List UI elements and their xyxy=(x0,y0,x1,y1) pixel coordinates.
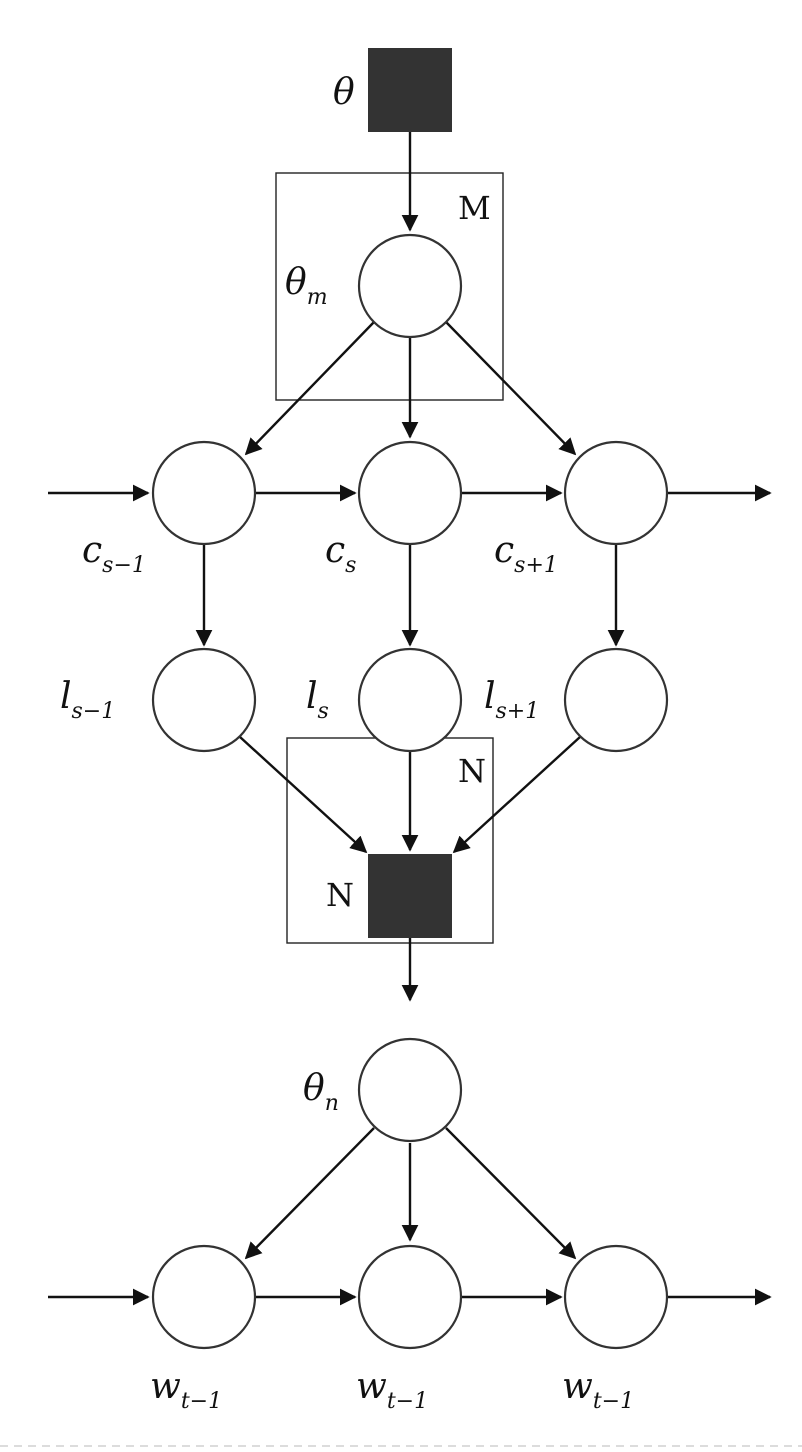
label-theta-n: θn xyxy=(303,1068,339,1116)
node-c-next xyxy=(563,440,669,546)
label-w-next: wt−1 xyxy=(562,1366,634,1414)
edge-theta-n-to-w-next xyxy=(445,1127,577,1260)
label-c-cur: cs xyxy=(325,530,356,578)
label-plate-n: N xyxy=(458,752,486,790)
edge-theta-m-to-c-prev xyxy=(244,321,375,456)
label-c-prev: cs−1 xyxy=(82,530,146,578)
edge-l-next-to-n xyxy=(452,736,581,854)
node-l-prev xyxy=(151,647,257,753)
node-w-cur xyxy=(357,1244,463,1350)
edges xyxy=(48,131,772,1306)
edge-theta-n-to-w-prev xyxy=(244,1127,375,1260)
label-theta-m: θm xyxy=(285,262,328,310)
label-n-factor: N xyxy=(326,876,354,914)
factor-n xyxy=(368,854,452,938)
plate-m xyxy=(275,172,504,401)
node-l-next xyxy=(563,647,669,753)
node-w-next xyxy=(563,1244,669,1350)
label-c-next: cs+1 xyxy=(494,530,558,578)
edge-l-prev-to-n xyxy=(239,736,368,854)
node-l-cur xyxy=(357,647,463,753)
label-l-cur: ls xyxy=(306,676,329,724)
node-c-cur xyxy=(357,440,463,546)
label-w-prev: wt−1 xyxy=(150,1366,222,1414)
label-theta: θ xyxy=(333,72,355,113)
node-theta-m xyxy=(357,233,463,339)
label-plate-m: M xyxy=(458,189,491,227)
label-l-prev: ls−1 xyxy=(60,676,115,724)
factor-theta xyxy=(368,48,452,132)
node-theta-n xyxy=(357,1037,463,1143)
node-c-prev xyxy=(151,440,257,546)
label-w-cur: wt−1 xyxy=(356,1366,428,1414)
edge-theta-m-to-c-next xyxy=(445,321,577,456)
node-w-prev xyxy=(151,1244,257,1350)
label-l-next: ls+1 xyxy=(484,676,539,724)
